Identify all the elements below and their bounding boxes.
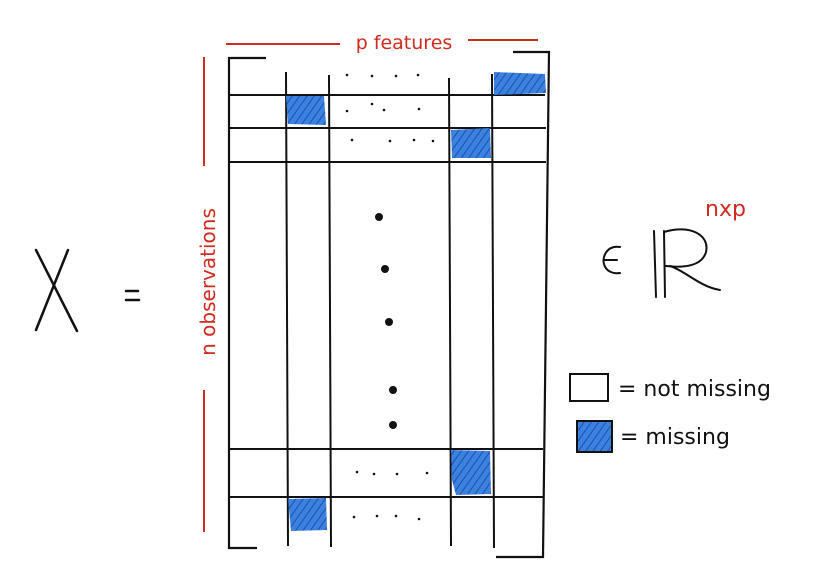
set-superscript: nxp [705, 197, 746, 222]
legend-not-missing-label: = not missing [618, 377, 771, 402]
observations-label: n observations [196, 208, 220, 356]
legend-missing-swatch [576, 420, 613, 453]
missing-cell [286, 96, 326, 125]
missing-cell [451, 450, 491, 495]
set-symbol-text: ℝ [0, 0, 1, 1]
element-of-symbol [602, 245, 621, 275]
legend: = not missing = missing [569, 373, 771, 453]
missing-cell [288, 498, 327, 531]
equals-text: = [0, 0, 1, 1]
missing-cell [451, 128, 491, 158]
matrix-x-symbol [34, 248, 79, 333]
vertical-ellipsis [375, 213, 397, 429]
observations-label-group: n observations [196, 57, 220, 532]
legend-not-missing-swatch [569, 373, 609, 402]
dots-row-text: . . . . [0, 0, 3, 1]
member-of-text: ∈ [0, 0, 1, 1]
real-numbers-symbol [653, 228, 721, 298]
matrix-symbol-text: X [0, 0, 1, 1]
matrix-grid-cols [285, 71, 495, 549]
missing-cells [286, 72, 546, 531]
legend-missing-label: = missing [620, 425, 730, 450]
features-label-group: p features [226, 32, 538, 54]
row-ellipsis-dots [345, 73, 435, 521]
matrix-grid-rows [229, 94, 546, 498]
missing-cell [494, 72, 546, 95]
features-label: p features [356, 32, 453, 54]
equals-sign [124, 289, 141, 302]
matrix-brackets [227, 50, 551, 559]
